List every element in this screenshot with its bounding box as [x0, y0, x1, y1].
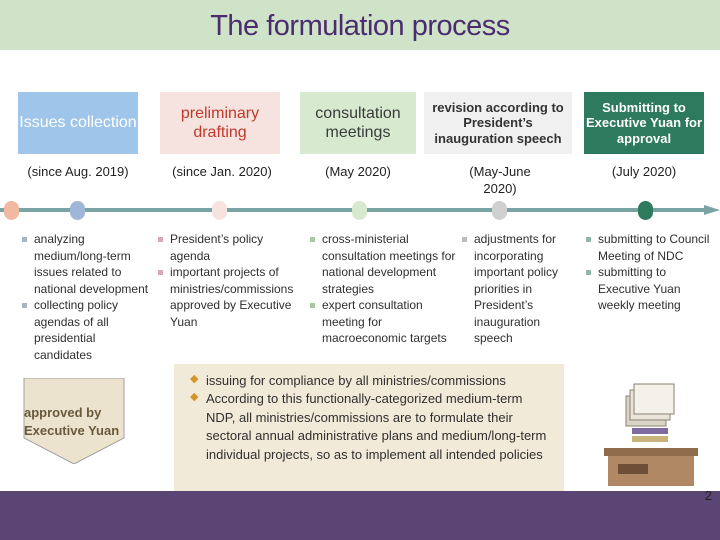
stage-consultation-meetings: consultation meetings — [300, 92, 416, 154]
consultation-details: cross-ministerial consultation meetings … — [310, 231, 460, 347]
consultation-detail-item: cross-ministerial consultation meetings … — [310, 231, 460, 297]
stage-issues-collection: Issues collection — [18, 92, 138, 154]
date-submitting: (July 2020) — [611, 164, 677, 179]
issues-details: analyzing medium/long-term issues relate… — [22, 231, 156, 363]
timeline-dot-consultation — [352, 201, 367, 220]
timeline-dot-issues — [70, 201, 85, 220]
date-drafting: (since Jan. 2020) — [172, 164, 272, 179]
submitting-detail-item: submitting to Council Meeting of NDC — [586, 231, 710, 264]
date-consultation: (May 2020) — [325, 164, 391, 179]
stage-submitting: Submitting to Executive Yuan for approva… — [584, 92, 704, 154]
page-title: The formulation process — [210, 10, 510, 42]
drafting-detail-item: important projects of ministries/commiss… — [158, 264, 306, 330]
down-arrow-shape — [23, 378, 125, 464]
date-issues: (since Aug. 2019) — [27, 164, 129, 179]
timeline-dot-revision — [492, 201, 507, 220]
stage-preliminary-drafting: preliminary drafting — [160, 92, 280, 154]
page-number: 2 — [704, 488, 712, 503]
issues-detail-item: collecting policy agendas of all preside… — [22, 297, 156, 363]
note-list: issuing for compliance by all ministries… — [178, 372, 554, 464]
submitting-detail-item: submitting to Executive Yuan weekly meet… — [586, 264, 710, 314]
timeline-dot-submitting — [638, 201, 653, 220]
revision-detail-item: adjustments for incorporating important … — [462, 231, 580, 347]
consultation-detail-item: expert consultation meeting for macroeco… — [310, 297, 460, 347]
issues-detail-item: analyzing medium/long-term issues relate… — [22, 231, 156, 297]
header-band — [0, 0, 720, 50]
note-item: According to this functionally-categoriz… — [178, 390, 554, 464]
date-revision: (May-June 2020) — [469, 164, 531, 196]
drafting-details: President’s policy agenda important proj… — [158, 231, 306, 330]
timeline-dot-drafting — [212, 201, 227, 220]
footer-band — [0, 491, 720, 540]
desk-with-documents-icon — [604, 383, 698, 486]
submitting-details: submitting to Council Meeting of NDC sub… — [586, 231, 710, 314]
approved-label: approved by Executive Yuan — [24, 405, 120, 438]
note-item: issuing for compliance by all ministries… — [178, 372, 554, 390]
revision-details: adjustments for incorporating important … — [462, 231, 580, 347]
drafting-detail-item: President’s policy agenda — [158, 231, 306, 264]
stage-revision: revision according to President’s inaugu… — [424, 92, 572, 154]
timeline-dot-start — [4, 201, 19, 220]
